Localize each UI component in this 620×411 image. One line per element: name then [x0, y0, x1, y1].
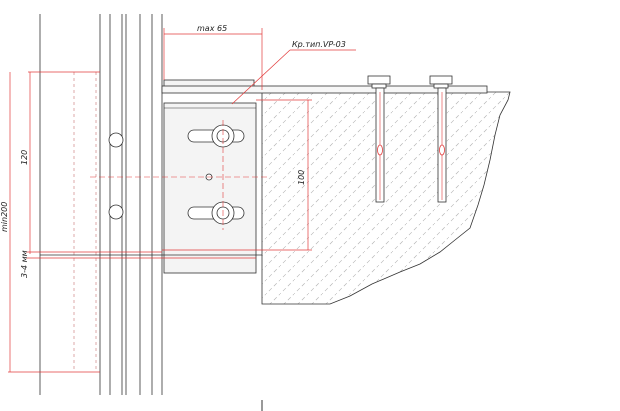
center-lines — [90, 120, 270, 230]
dimension-lines — [8, 28, 356, 373]
dim-min-200: min200 — [0, 202, 9, 232]
profile-hole-top — [108, 132, 124, 148]
bracket-type-label: Кр.тип.VP-03 — [292, 40, 346, 49]
dim-max-65: max 65 — [197, 24, 227, 33]
dim-120: 120 — [20, 150, 29, 165]
dim-gap-3-4mm: 3-4 мм — [20, 250, 29, 278]
profile-hidden-lines — [73, 72, 97, 372]
bracket-body — [163, 102, 257, 274]
upper-slot — [187, 124, 245, 148]
anchor-bolt-right — [429, 75, 453, 203]
anchor-bolt-left — [367, 75, 391, 203]
dim-100: 100 — [297, 170, 306, 185]
concrete-wall — [261, 91, 511, 305]
profile-hole-bottom — [108, 204, 124, 220]
bracket-base-plate — [161, 85, 488, 94]
vertical-profile — [39, 14, 163, 395]
